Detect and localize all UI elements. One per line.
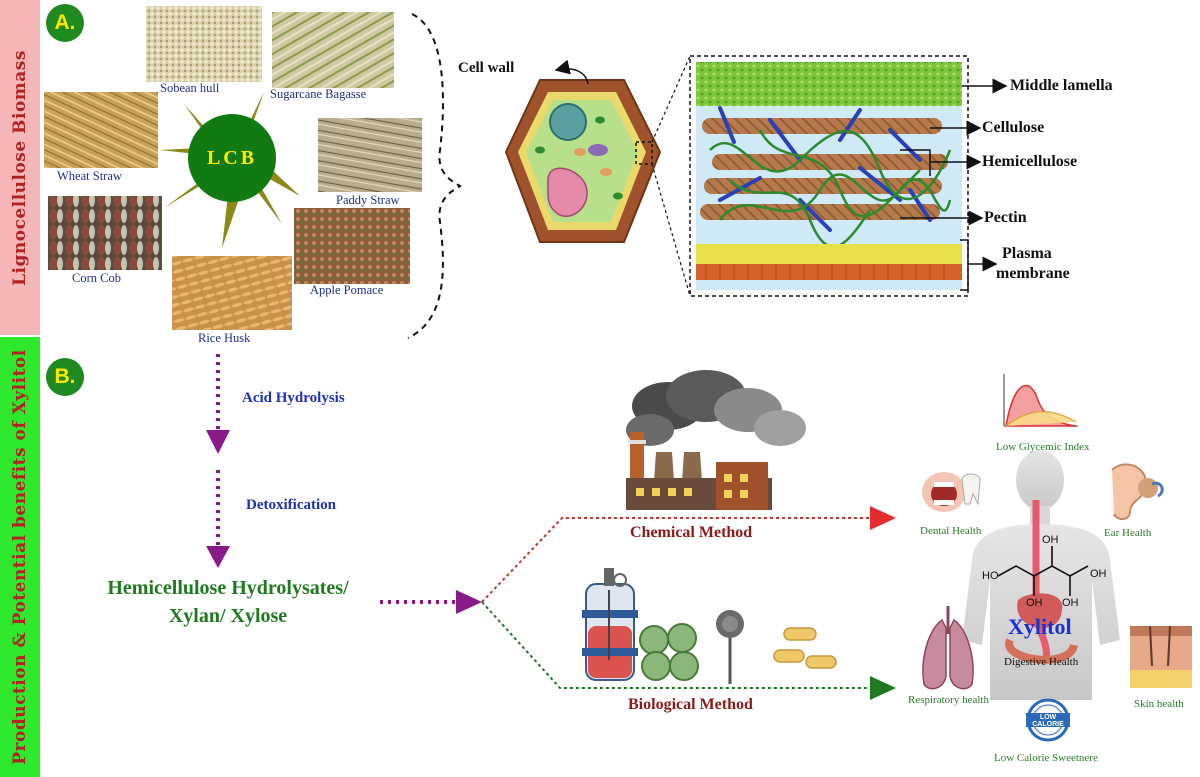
oh-1: OH <box>1042 534 1059 546</box>
photo-paddy-straw <box>318 118 422 192</box>
lungs-icon <box>922 606 974 690</box>
benefit-low-glycemic: Low Glycemic Index <box>996 441 1090 453</box>
xylitol-name: Xylitol <box>1008 614 1072 639</box>
oh-5: OH <box>1090 568 1107 580</box>
cell-wall-structure <box>689 55 969 297</box>
label-chemical-method: Chemical Method <box>630 524 753 541</box>
label-biological-method: Biological Method <box>628 696 753 713</box>
product-line-1: Hemicellulose Hydrolysates/ <box>107 577 349 599</box>
lcb-sun <box>160 92 310 248</box>
glycemic-chart-icon <box>994 368 1082 432</box>
benefit-ear: Ear Health <box>1104 527 1152 539</box>
product-hydrolysates: Hemicellulose Hydrolysates/ Xylan/ Xylos… <box>70 574 386 630</box>
cell-wall-arrow <box>554 59 589 85</box>
low-calorie-stamp <box>1026 698 1070 742</box>
ho-4: HO <box>982 570 999 582</box>
step-acid-hydrolysis: Acid Hydrolysis <box>242 390 345 406</box>
section-b-sidebar: Production & Potential benefits of Xylit… <box>0 337 40 777</box>
caption-paddy-straw: Paddy Straw <box>336 193 400 207</box>
photo-wheat-straw <box>44 92 158 168</box>
photo-apple-pomace <box>294 208 410 284</box>
yeast-cells <box>639 623 699 681</box>
label-cellulose: Cellulose <box>982 119 1045 136</box>
section-a-sidebar: Lignocellulose Biomass <box>0 0 40 335</box>
mouth-icon <box>922 472 966 512</box>
label-pectin: Pectin <box>984 209 1027 226</box>
biomass-brace <box>407 13 462 339</box>
benefit-skin: Skin health <box>1134 698 1184 710</box>
ear-icon <box>1111 463 1164 520</box>
oh-2: OH <box>1026 597 1043 609</box>
photo-corn-cob <box>48 196 162 270</box>
oh-3: OH <box>1062 597 1079 609</box>
product-line-2: Xylan/ Xylose <box>168 605 288 627</box>
label-hemicellulose: Hemicellulose <box>982 153 1078 170</box>
caption-wheat-straw: Wheat Straw <box>57 169 122 183</box>
label-middle-lamella: Middle lamella <box>1010 77 1113 94</box>
human-body <box>962 450 1120 700</box>
bacteria <box>773 627 837 669</box>
label-cell-wall: Cell wall <box>458 60 515 76</box>
caption-sugarcane-bagasse: Sugarcane Bagasse <box>270 87 367 101</box>
benefit-respiratory: Respiratory health <box>908 694 989 706</box>
badge-b: B. <box>46 358 84 396</box>
label-plasma: Plasma <box>1002 245 1052 262</box>
label-membrane: membrane <box>996 265 1070 282</box>
caption-apple-pomace: Apple Pomace <box>310 283 384 297</box>
bioreactor-illustration <box>582 568 638 681</box>
benefit-low-calorie: Low Calorie Sweetnere <box>994 752 1098 764</box>
photo-rice-husk <box>172 256 292 330</box>
factory-illustration <box>626 370 806 510</box>
skin-section-icon <box>1130 625 1192 688</box>
xylitol-structure <box>997 546 1089 596</box>
benefit-dental: Dental Health <box>920 525 982 537</box>
caption-soybean-hull: Sobean hull <box>160 81 220 95</box>
photo-soybean-hull <box>146 6 262 82</box>
badge-a: A. <box>46 4 84 42</box>
plant-cell <box>504 79 662 243</box>
photo-sugarcane-bagasse <box>272 12 394 88</box>
tooth-icon <box>961 473 981 506</box>
stamp-text: LOW CALORIE <box>1032 714 1064 728</box>
caption-corn-cob: Corn Cob <box>72 271 121 285</box>
benefit-digestive: Digestive Health <box>1004 656 1079 668</box>
lcb-label: LCB <box>206 147 258 169</box>
caption-rice-husk: Rice Husk <box>198 331 251 345</box>
fungus <box>716 610 744 684</box>
step-detoxification: Detoxification <box>246 497 336 513</box>
zoom-marker <box>635 141 653 165</box>
